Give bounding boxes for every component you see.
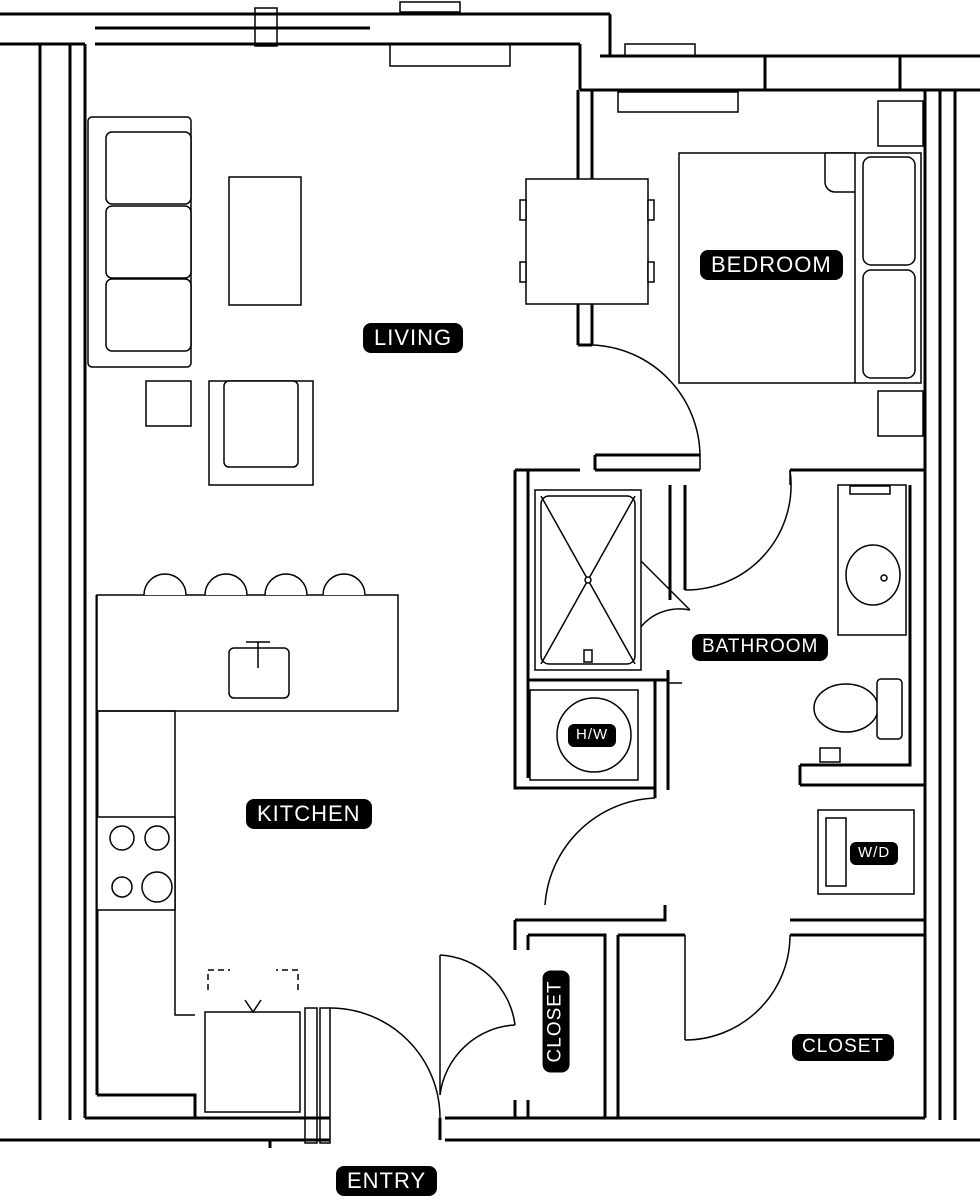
coffee-table — [228, 176, 302, 306]
toilet — [813, 683, 879, 733]
room-label-bedroom: BEDROOM — [700, 250, 843, 281]
kitchen-fixtures — [96, 573, 399, 1113]
room-label-living: LIVING — [363, 323, 464, 354]
bathroom-door — [684, 469, 792, 591]
room-label-closet-small: CLOSET — [542, 970, 570, 1073]
nightstand — [877, 100, 924, 147]
side-table — [145, 380, 192, 427]
closet-small-door-left — [439, 954, 516, 1026]
dining-table — [525, 178, 649, 305]
room-label-bathroom: BATHROOM — [692, 634, 829, 661]
closet-small-door-right — [439, 1024, 516, 1096]
doors — [329, 344, 792, 1119]
nightstand — [877, 390, 924, 437]
entry-door — [329, 1007, 441, 1119]
label-water-heater: H/W — [568, 724, 617, 747]
laundry-door — [544, 797, 656, 906]
closet-large-door — [684, 934, 791, 1041]
room-label-entry: ENTRY — [336, 1166, 438, 1197]
shower-door — [639, 559, 691, 611]
room-label-closet-large: CLOSET — [792, 1034, 895, 1061]
exterior-walls — [0, 1, 980, 1148]
living-furniture — [87, 116, 655, 486]
living-bedroom-door — [591, 344, 701, 456]
label-washer-dryer: W/D — [850, 842, 899, 865]
sink — [845, 544, 901, 606]
room-label-kitchen: KITCHEN — [246, 799, 372, 830]
island-sink — [228, 647, 290, 699]
refrigerator — [204, 1011, 301, 1113]
